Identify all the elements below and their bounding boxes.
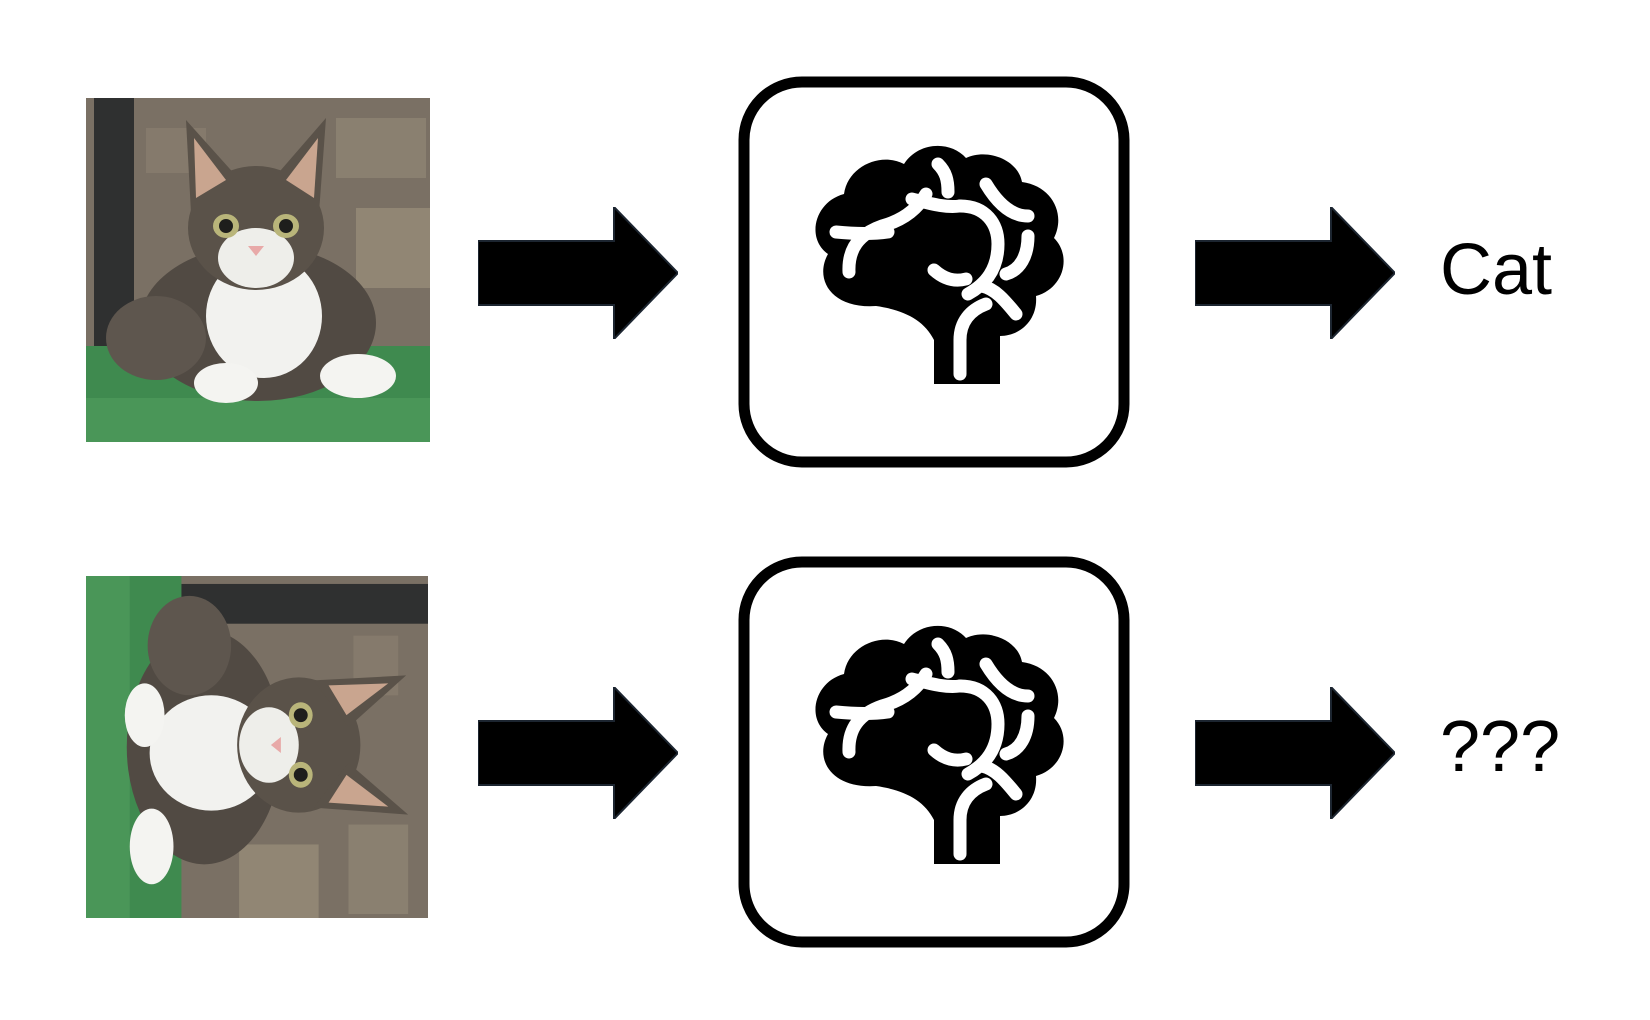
diagram-row-rotated: ??? [0, 480, 1650, 960]
cat-photo-upright [86, 98, 430, 442]
right-arrow-icon [1195, 207, 1395, 339]
diagram-row-upright: Cat [0, 0, 1650, 480]
cat-photo-rotated [86, 576, 428, 918]
right-arrow-icon [1195, 687, 1395, 819]
prediction-label: Cat [1440, 230, 1553, 310]
brain-icon [736, 74, 1132, 470]
prediction-label: ??? [1440, 707, 1561, 787]
right-arrow-icon [478, 687, 678, 819]
right-arrow-icon [478, 207, 678, 339]
brain-icon [736, 554, 1132, 950]
